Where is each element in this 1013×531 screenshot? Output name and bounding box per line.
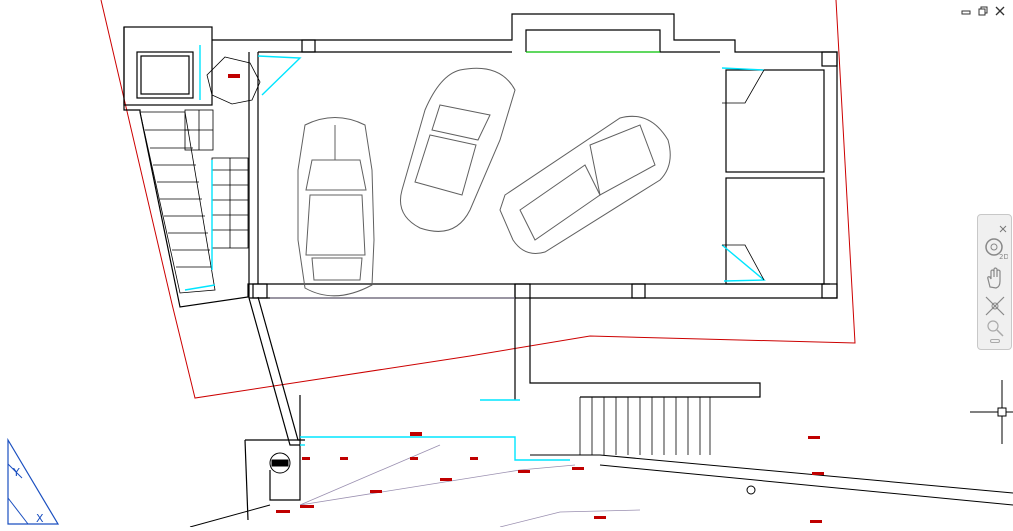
- steering-wheel-icon[interactable]: 2D: [982, 235, 1009, 261]
- close-icon[interactable]: [993, 4, 1007, 18]
- car-middle: [400, 67, 516, 232]
- garage-walls: [123, 13, 838, 521]
- ucs-icon: Y X: [0, 436, 64, 527]
- stairs-right: [579, 397, 711, 455]
- glass-openings: [184, 45, 766, 461]
- terrace-hidden-lines: [270, 297, 641, 527]
- orbit-icon[interactable]: [982, 315, 1008, 341]
- window-controls: [959, 4, 1007, 18]
- ucs-x-label: X: [36, 512, 44, 525]
- restore-icon[interactable]: [976, 4, 990, 18]
- hand-pan-icon[interactable]: [982, 265, 1008, 291]
- car-left: [297, 117, 375, 297]
- svg-text:2D: 2D: [999, 253, 1008, 261]
- car-right: [499, 115, 671, 254]
- navbar-close-icon[interactable]: [999, 218, 1007, 233]
- navbar-handle[interactable]: [990, 339, 1000, 343]
- property-boundary: [100, 0, 856, 399]
- navigation-bar: 2D: [977, 214, 1012, 350]
- door-swings: [206, 56, 765, 281]
- stairs-left: [139, 109, 249, 294]
- ucs-y-label: Y: [12, 466, 20, 479]
- annotation-markers: [228, 74, 824, 523]
- terrace-outline: [189, 452, 1013, 527]
- minimize-icon[interactable]: [959, 4, 973, 18]
- crosshair-cursor-icon: [970, 380, 1013, 444]
- zoom-extents-icon[interactable]: [982, 293, 1008, 319]
